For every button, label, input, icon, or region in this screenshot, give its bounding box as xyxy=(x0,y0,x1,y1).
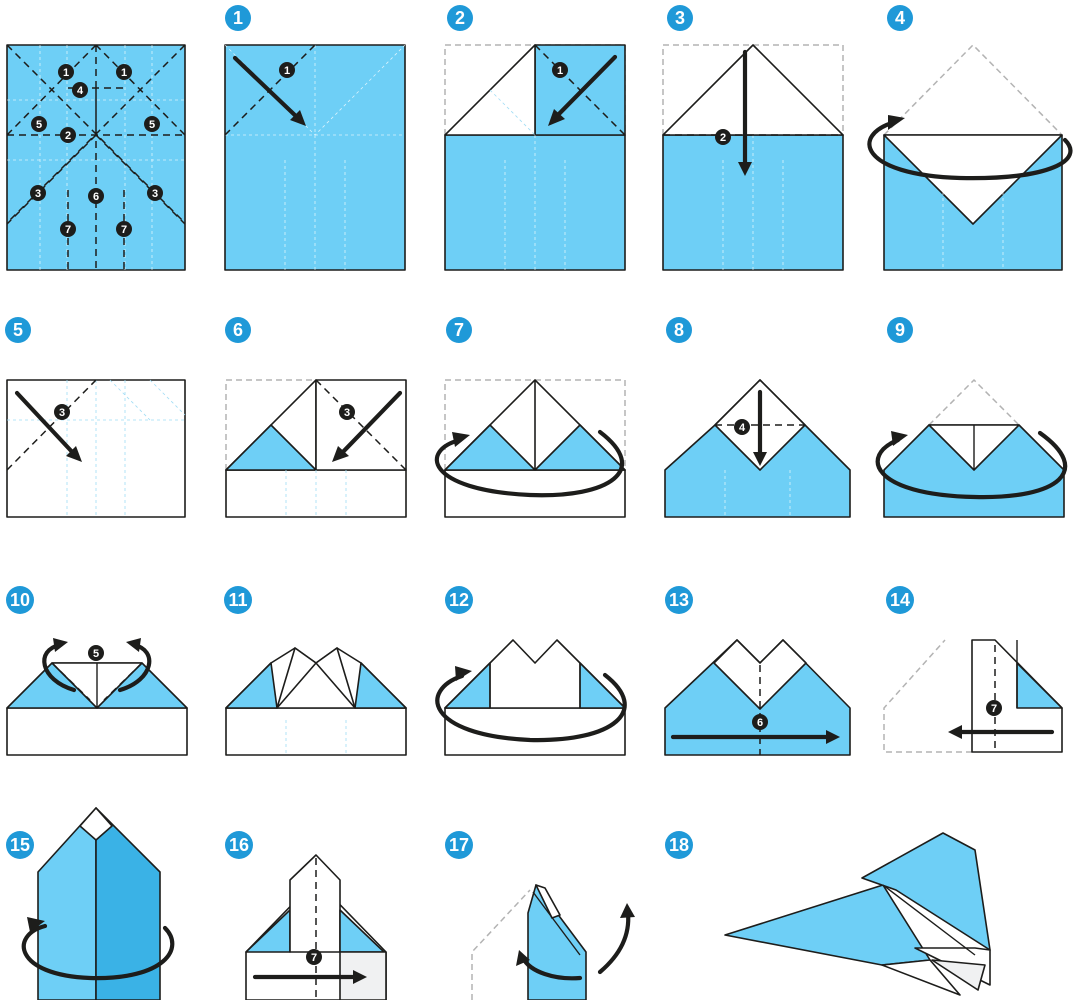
fold-marker: 7 xyxy=(116,221,132,237)
fold-marker: 7 xyxy=(60,221,76,237)
fold-marker: 5 xyxy=(31,116,47,132)
step-2-badge: 2 xyxy=(447,5,473,31)
fold-marker: 3 xyxy=(147,185,163,201)
svg-text:17: 17 xyxy=(449,835,469,855)
step-8-badge: 8 xyxy=(666,317,692,343)
svg-text:1: 1 xyxy=(233,8,243,28)
step-16-illustration: 7 xyxy=(246,855,386,1000)
fold-marker: 5 xyxy=(88,645,104,661)
step-2-illustration: 1 xyxy=(445,45,625,270)
svg-text:3: 3 xyxy=(152,188,158,200)
step-6-illustration: 3 xyxy=(226,380,406,517)
svg-text:1: 1 xyxy=(557,65,563,77)
step-14-badge: 14 xyxy=(886,586,914,614)
svg-text:12: 12 xyxy=(449,590,469,610)
svg-text:18: 18 xyxy=(669,835,689,855)
svg-text:6: 6 xyxy=(93,191,99,203)
step-9-badge: 9 xyxy=(887,317,913,343)
svg-text:3: 3 xyxy=(344,407,350,419)
step-7-badge: 7 xyxy=(446,317,472,343)
fold-marker: 4 xyxy=(72,82,88,98)
fold-marker: 5 xyxy=(144,116,160,132)
step-10-badge: 10 xyxy=(6,586,34,614)
fold-marker: 1 xyxy=(552,62,568,78)
fold-marker: 1 xyxy=(58,64,74,80)
svg-text:5: 5 xyxy=(149,119,155,131)
step-6-badge: 6 xyxy=(225,317,251,343)
svg-text:2: 2 xyxy=(720,132,726,144)
fold-marker: 4 xyxy=(734,419,750,435)
svg-text:6: 6 xyxy=(233,320,243,340)
fold-marker: 7 xyxy=(306,949,322,965)
step-7-illustration xyxy=(437,380,625,517)
step-8-illustration: 4 xyxy=(665,380,850,517)
svg-text:14: 14 xyxy=(890,590,910,610)
fold-marker: 6 xyxy=(88,188,104,204)
step-10-illustration: 5 xyxy=(7,638,187,755)
svg-text:9: 9 xyxy=(895,320,905,340)
svg-text:1: 1 xyxy=(63,67,69,79)
svg-text:15: 15 xyxy=(10,835,30,855)
step-1-illustration: 1 xyxy=(225,45,405,270)
step-12-illustration xyxy=(437,640,625,755)
step-18-badge: 18 xyxy=(665,831,693,859)
svg-text:2: 2 xyxy=(65,130,71,142)
fold-marker: 7 xyxy=(986,700,1002,716)
step-13-badge: 13 xyxy=(665,586,693,614)
svg-text:4: 4 xyxy=(77,85,84,97)
step-3-badge: 3 xyxy=(667,5,693,31)
fold-marker: 2 xyxy=(715,129,731,145)
svg-text:11: 11 xyxy=(228,590,247,610)
svg-text:8: 8 xyxy=(674,320,684,340)
svg-text:6: 6 xyxy=(757,717,763,729)
step-11-badge: 11 xyxy=(224,586,252,614)
svg-text:1: 1 xyxy=(121,67,127,79)
step-13-illustration: 6 xyxy=(665,640,850,755)
step-5-badge: 5 xyxy=(5,317,31,343)
svg-text:10: 10 xyxy=(10,590,30,610)
step-11-illustration xyxy=(226,648,406,755)
step-15-badge: 15 xyxy=(6,831,34,859)
fold-marker: 1 xyxy=(279,62,295,78)
svg-text:3: 3 xyxy=(35,188,41,200)
finished-paper-airplane xyxy=(725,833,990,995)
svg-text:3: 3 xyxy=(675,8,685,28)
step-1-badge: 1 xyxy=(225,5,251,31)
fold-marker: 3 xyxy=(54,404,70,420)
svg-text:3: 3 xyxy=(59,407,65,419)
step-4-illustration xyxy=(869,45,1070,270)
svg-text:7: 7 xyxy=(454,320,464,340)
crease-pattern-overview xyxy=(7,45,185,270)
svg-text:4: 4 xyxy=(895,8,905,28)
step-5-illustration: 3 xyxy=(7,380,185,517)
svg-text:7: 7 xyxy=(65,224,71,236)
svg-text:1: 1 xyxy=(284,65,290,77)
svg-text:7: 7 xyxy=(121,224,127,236)
step-12-badge: 12 xyxy=(445,586,473,614)
step-17-badge: 17 xyxy=(445,831,473,859)
svg-text:7: 7 xyxy=(311,952,317,964)
fold-marker: 3 xyxy=(30,185,46,201)
step-14-illustration: 7 xyxy=(884,640,1062,752)
svg-text:2: 2 xyxy=(455,8,465,28)
fold-marker: 6 xyxy=(752,714,768,730)
fold-marker: 2 xyxy=(60,127,76,143)
svg-text:7: 7 xyxy=(991,703,997,715)
step-3-illustration: 2 xyxy=(663,45,843,270)
svg-text:4: 4 xyxy=(739,422,746,434)
svg-text:5: 5 xyxy=(13,320,23,340)
svg-text:5: 5 xyxy=(93,648,99,660)
svg-text:16: 16 xyxy=(229,835,249,855)
step-4-badge: 4 xyxy=(887,5,913,31)
fold-marker: 3 xyxy=(339,404,355,420)
step-9-illustration xyxy=(878,380,1065,517)
svg-text:13: 13 xyxy=(669,590,689,610)
step-15-illustration xyxy=(24,808,172,1000)
step-16-badge: 16 xyxy=(225,831,253,859)
fold-marker: 1 xyxy=(116,64,132,80)
svg-text:5: 5 xyxy=(36,119,42,131)
step-17-illustration xyxy=(472,885,635,1000)
